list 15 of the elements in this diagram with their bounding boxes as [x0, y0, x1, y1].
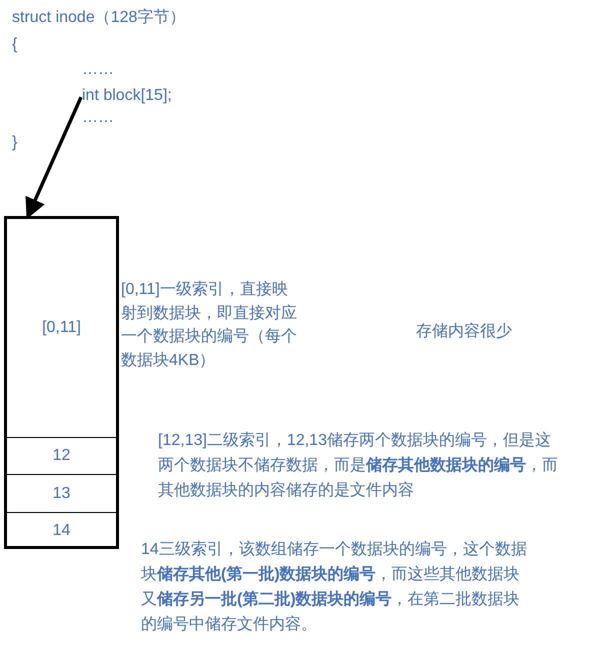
annotation-text: [0,11]一级索引，直接映射到数据块，即直接对应一个数据块的编号（每个数据块4KB） [121, 280, 298, 370]
code-line: int block[15]; [82, 84, 172, 108]
array-cell: 13 [7, 474, 116, 512]
array-cell: 12 [7, 437, 116, 474]
ellipsis: …… [82, 60, 114, 80]
array-box [4, 216, 119, 549]
ellipsis: …… [82, 108, 114, 128]
annotation-text: [12,13]二级索引，12,13储存两个数据块的编号，但是这两个数据块不储存数据，而是储存其他数据块的编号，而其他数据块的内容储存的是文件内容 [158, 430, 559, 501]
array-cell: [0,11] [7, 219, 116, 437]
array-cell: 14 [7, 512, 116, 549]
code-line: { [12, 35, 18, 55]
note-text: 存储内容很少 [416, 322, 512, 342]
code-line: } [12, 133, 18, 153]
annotation-text: 14三级索引，该数组储存一个数据块的编号，这个数据块储存其他(第一批)数据块的编号，而这些其他数据块又储存另一批(第二批)数据块的编号，在第二批数据块的编号中储存文件内容。 [141, 540, 528, 635]
code-line: struct inode（128字节） [12, 8, 186, 28]
